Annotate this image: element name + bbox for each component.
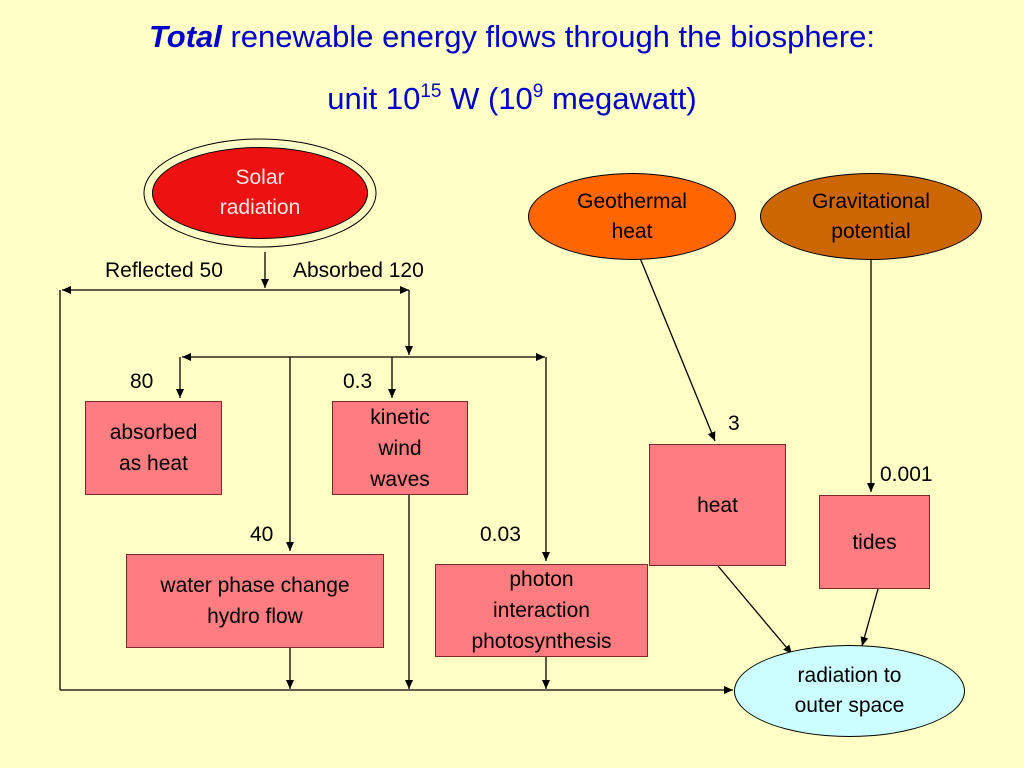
heat-flow-value: 80 <box>130 370 154 393</box>
title-line-1: Total renewable energy flows through the… <box>0 6 1024 68</box>
slide-title: Total renewable energy flows through the… <box>0 6 1024 130</box>
title-rest: renewable energy flows through the biosp… <box>221 19 876 54</box>
heat-box: heat <box>649 444 786 566</box>
photon-interaction-label: photon interaction photosynthesis <box>471 568 612 653</box>
absorbed-as-heat-box: absorbed as heat <box>85 401 222 495</box>
geothermal-heat-label: Geothermal heat <box>577 189 687 243</box>
water-flow-value: 40 <box>250 523 274 546</box>
radiation-outer-space-node: radiation to outer space <box>734 645 965 737</box>
heat-label: heat <box>697 493 738 517</box>
kinetic-flow-value: 0.3 <box>343 370 373 393</box>
absorbed-flow-label: Absorbed 120 <box>293 259 424 282</box>
tides-label: tides <box>852 530 897 554</box>
photon-interaction-box: photon interaction photosynthesis <box>435 564 648 657</box>
water-phase-change-box: water phase change hydro flow <box>126 554 384 648</box>
kinetic-wind-waves-box: kinetic wind waves <box>332 401 468 495</box>
unit-prefix: unit 10 <box>327 81 421 116</box>
solar-radiation-node: Solar radiation <box>152 147 368 239</box>
unit-suffix: megawatt) <box>543 81 697 116</box>
title-emphasis: Total <box>148 19 222 54</box>
water-phase-change-label: water phase change hydro flow <box>160 574 350 628</box>
tides-to-radiation-arrow <box>860 588 879 647</box>
title-line-2: unit 1015 W (109 megawatt) <box>0 68 1024 130</box>
photon-flow-value: 0.03 <box>480 523 521 546</box>
tides-box: tides <box>819 495 930 589</box>
gravitational-potential-label: Gravitational potential <box>812 189 930 243</box>
absorbed-as-heat-label: absorbed as heat <box>109 421 198 475</box>
unit-exponent-15: 15 <box>420 81 442 102</box>
unit-exponent-9: 9 <box>532 81 544 102</box>
radiation-outer-space-label: radiation to outer space <box>794 664 905 717</box>
geothermal-flow-value: 3 <box>728 412 740 435</box>
geothermal-to-heat-arrow <box>639 257 716 442</box>
geothermal-heat-node: Geothermal heat <box>528 173 736 260</box>
gravitational-potential-node: Gravitational potential <box>760 173 982 260</box>
kinetic-wind-waves-label: kinetic wind waves <box>370 405 430 491</box>
solar-radiation-label: Solar radiation <box>219 166 301 219</box>
heat-to-radiation-arrow <box>717 565 793 655</box>
tidal-flow-value: 0.001 <box>880 463 933 486</box>
solar-outer-ring <box>143 138 377 248</box>
reflected-flow-label: Reflected 50 <box>105 259 223 282</box>
unit-mid: W (10 <box>441 81 533 116</box>
